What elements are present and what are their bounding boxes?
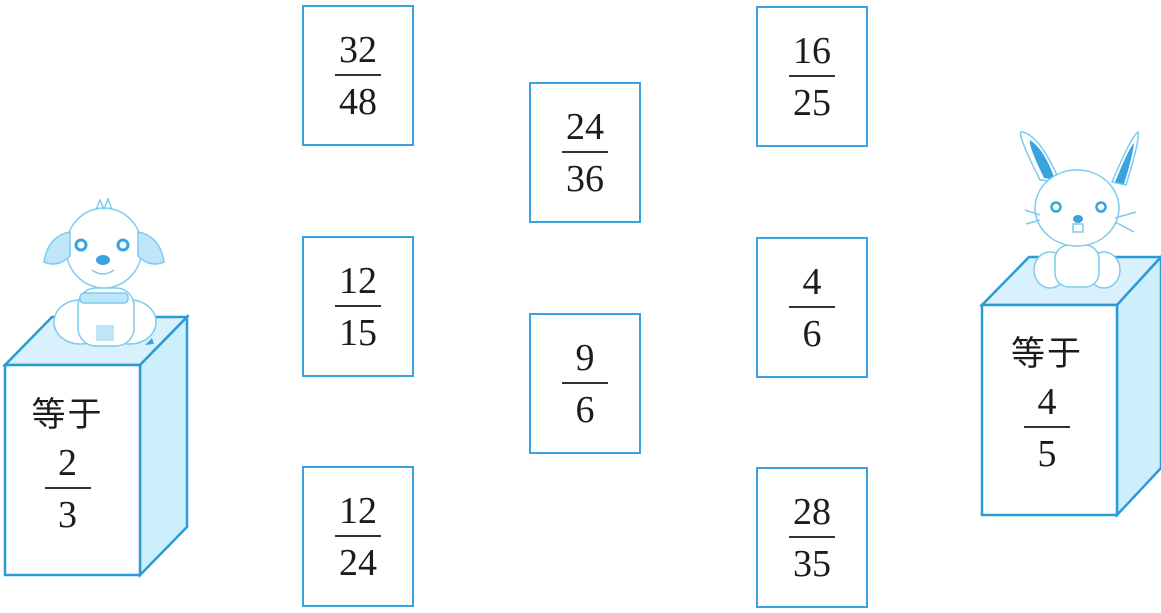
left-box-title: 等于 bbox=[31, 395, 104, 435]
right-box-numerator: 4 bbox=[1037, 381, 1057, 423]
fraction-bar bbox=[562, 150, 608, 153]
fraction-bar bbox=[789, 74, 835, 77]
left-box-denominator: 3 bbox=[58, 494, 77, 536]
card-denominator: 36 bbox=[566, 157, 604, 200]
card-numerator: 16 bbox=[793, 29, 831, 72]
left-box-label: 等于 2 3 bbox=[5, 395, 130, 535]
card-denominator: 25 bbox=[793, 81, 831, 124]
fraction-bar bbox=[44, 487, 91, 489]
card-denominator: 6 bbox=[802, 312, 822, 355]
fraction-bar bbox=[789, 305, 835, 308]
card-numerator: 24 bbox=[566, 105, 604, 148]
left-box-fraction: 2 3 bbox=[44, 442, 91, 536]
fraction-bar bbox=[1024, 426, 1070, 428]
card-numerator: 12 bbox=[339, 489, 377, 532]
right-box-title: 等于 bbox=[1011, 334, 1083, 374]
fraction-bar bbox=[789, 535, 835, 538]
card-denominator: 24 bbox=[339, 541, 377, 584]
card-numerator: 32 bbox=[339, 28, 377, 71]
fraction-bar bbox=[335, 534, 381, 537]
right-box-denominator: 5 bbox=[1037, 433, 1057, 475]
card-numerator: 9 bbox=[575, 336, 595, 379]
fraction-bar bbox=[335, 304, 381, 307]
dog-icon bbox=[43, 196, 165, 347]
card-denominator: 6 bbox=[575, 388, 595, 431]
right-box-label: 等于 4 5 bbox=[982, 334, 1112, 474]
card-numerator: 12 bbox=[339, 259, 377, 302]
card-denominator: 15 bbox=[339, 311, 377, 354]
fraction-bar bbox=[335, 73, 381, 76]
card-numerator: 4 bbox=[802, 260, 822, 303]
card-denominator: 35 bbox=[793, 542, 831, 585]
fraction-bar bbox=[562, 381, 608, 384]
left-box-numerator: 2 bbox=[58, 442, 77, 484]
rabbit-icon bbox=[1019, 130, 1139, 289]
right-box-fraction: 4 5 bbox=[1024, 382, 1070, 474]
card-numerator: 28 bbox=[793, 490, 831, 533]
card-denominator: 48 bbox=[339, 80, 377, 123]
